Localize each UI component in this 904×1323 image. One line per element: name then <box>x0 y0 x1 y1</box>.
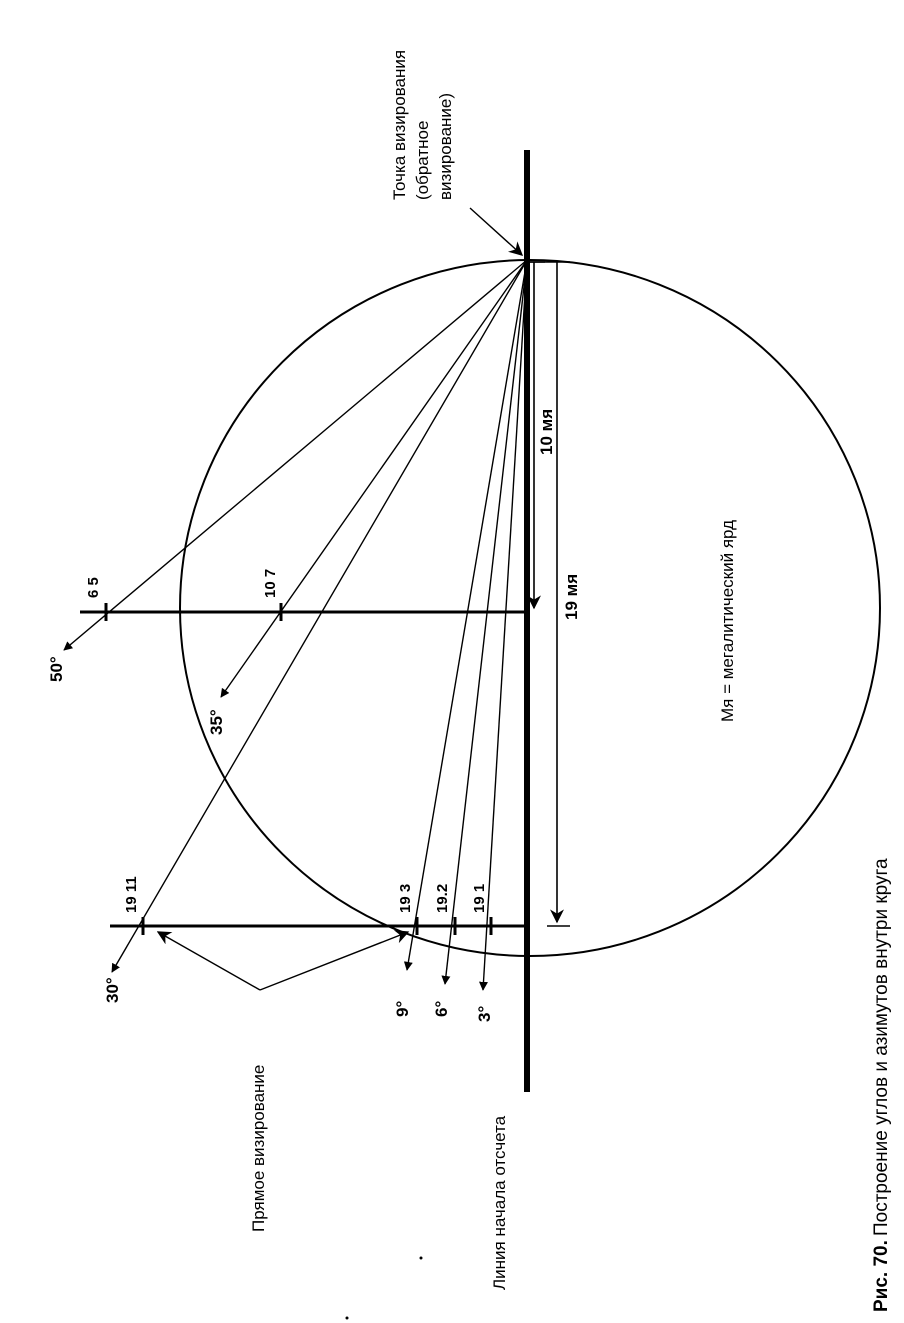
scan-speck-2 <box>345 1316 349 1320</box>
angle-label-9: 9° <box>393 1001 412 1017</box>
tick-label-19-1: 19 1 <box>471 884 488 913</box>
ray-50-deg <box>63 259 528 651</box>
baseline-label: Линия начала отсчета <box>490 1115 509 1290</box>
figure-caption: Рис. 70. Построение углов и азимутов вну… <box>871 858 892 1312</box>
caption-text: Построение углов и азимутов внутри круга <box>871 858 892 1236</box>
tick-label-19-2: 19.2 <box>434 884 451 913</box>
sighting-point-line-1: Точка визирования <box>390 50 409 200</box>
legend-my: Мя = мегалитический ярд <box>718 520 737 722</box>
scan-speck-1 <box>419 1256 423 1260</box>
tick-label-19-11: 19 11 <box>123 876 140 913</box>
sighting-point-line-2: (обратное <box>413 121 432 200</box>
direct-sighting-label: Прямое визирование <box>249 1065 268 1232</box>
ray-3-deg <box>478 259 528 991</box>
tick-label-19-3: 19 3 <box>397 884 414 913</box>
sighting-point-label: Точка визирования (обратное визирование) <box>390 50 455 200</box>
label-10-my: 10 мя <box>537 409 556 455</box>
angle-label-30: 30° <box>103 977 122 1003</box>
sighting-point-pointer <box>469 207 524 256</box>
angle-label-50: 50° <box>47 656 66 682</box>
angle-label-6: 6° <box>432 1001 451 1017</box>
ray-6-deg <box>441 259 528 985</box>
sighting-point-line-3: визирование) <box>436 93 455 200</box>
angle-label-3: 3° <box>475 1006 494 1022</box>
ray-9-deg <box>403 259 528 971</box>
tick-label-6-5: 6 5 <box>85 577 102 598</box>
caption-prefix: Рис. 70. <box>871 1240 892 1312</box>
sighting-rays <box>63 259 528 991</box>
label-19-my: 19 мя <box>562 574 581 620</box>
direct-sighting-pointer-1 <box>156 931 261 991</box>
ray-35-deg <box>220 259 528 698</box>
angle-label-35: 35° <box>207 709 226 735</box>
ray-30-deg <box>111 259 528 973</box>
tick-label-10-7: 10 7 <box>262 569 279 598</box>
direct-sighting-pointer-2 <box>259 930 410 991</box>
